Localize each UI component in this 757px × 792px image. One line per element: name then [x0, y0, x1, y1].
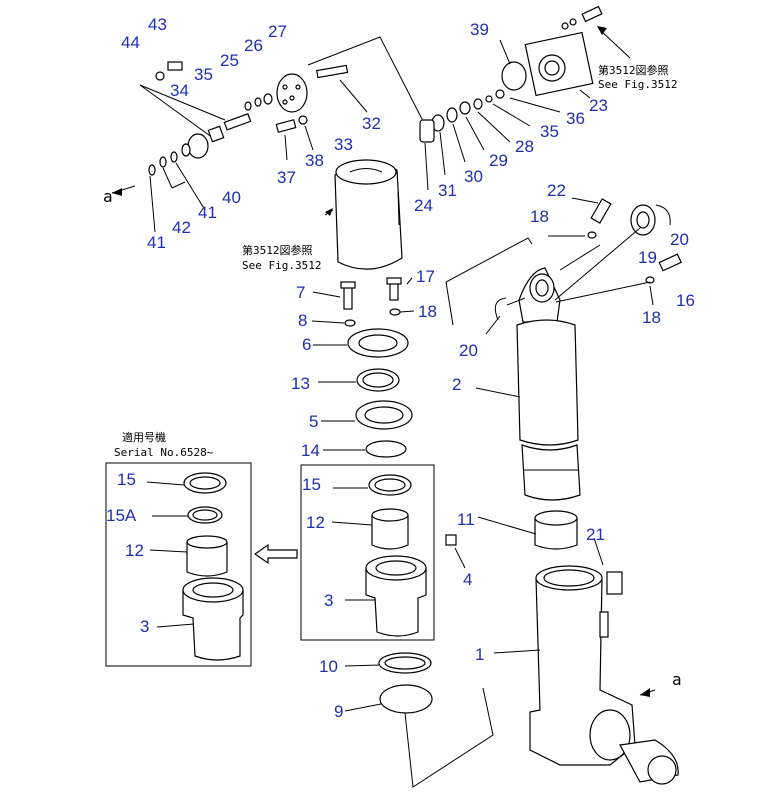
callout: 16	[676, 291, 695, 310]
center-stack	[311, 277, 415, 458]
callout: 33	[334, 135, 353, 154]
callout: 35	[540, 122, 559, 141]
callout: 8	[298, 311, 307, 330]
callout: 41	[147, 233, 166, 252]
callout: 4	[463, 570, 472, 589]
callout: 21	[586, 525, 605, 544]
arrow-a-right: a	[672, 670, 682, 689]
ref-mid-left-en: See Fig.3512	[242, 259, 321, 272]
callout: 12	[306, 513, 325, 532]
callout: 9	[334, 702, 343, 721]
callout: 41	[198, 203, 217, 222]
callout: 28	[515, 137, 534, 156]
callout: 39	[470, 20, 489, 39]
cover-cylinder	[324, 159, 403, 270]
callout: 15	[302, 475, 321, 494]
callout: 6	[302, 335, 311, 354]
bolt-37	[275, 115, 314, 161]
callout: 34	[170, 81, 189, 100]
callout: 32	[362, 114, 381, 133]
callout: 3	[140, 617, 149, 636]
box-current-group	[300, 464, 466, 641]
callout: 20	[670, 230, 689, 249]
callout: 37	[277, 168, 296, 187]
callout: 18	[418, 302, 437, 321]
top-left-fastener-group	[111, 61, 308, 233]
callout: 19	[638, 248, 657, 267]
callout: 27	[268, 22, 287, 41]
top-right-valve-group	[419, 5, 631, 191]
replacement-arrow	[253, 543, 298, 565]
callout: 18	[642, 308, 661, 327]
callout: 40	[222, 188, 241, 207]
box-serial-group	[105, 462, 252, 667]
callout: 18	[530, 207, 549, 226]
callout: 38	[305, 151, 324, 170]
callout: 20	[459, 341, 478, 360]
callout: 17	[416, 267, 435, 286]
bottom-plates	[344, 652, 494, 788]
ref-top-right-en: See Fig.3512	[598, 78, 677, 91]
callout: 26	[244, 36, 263, 55]
callout: 31	[438, 181, 457, 200]
callout: 3	[324, 591, 333, 610]
cylinder-assembly	[445, 197, 682, 785]
callout: 10	[319, 657, 338, 676]
callout: 43	[148, 15, 167, 34]
callout: 2	[452, 375, 461, 394]
callout: 44	[121, 33, 140, 52]
callout-labels: 1 2 3 3 4 5 6 7 8 9 10 11 12 12 13 14 15…	[106, 15, 695, 721]
callout: 14	[301, 441, 320, 460]
applicable-label: 適用号機	[122, 430, 166, 444]
callout: 29	[489, 151, 508, 170]
callout: 13	[291, 374, 310, 393]
callout: 23	[589, 96, 608, 115]
callout: 25	[220, 51, 239, 70]
serial-label: Serial No.6528~	[114, 446, 214, 459]
callout: 11	[457, 510, 475, 529]
callout: 22	[547, 181, 566, 200]
callout: 12	[125, 541, 144, 560]
ref-mid-left-jp: 第3512図参照	[242, 243, 313, 257]
callout: 7	[296, 283, 305, 302]
callout: 15A	[106, 506, 137, 525]
callout: 15	[117, 470, 136, 489]
callout: 1	[475, 645, 484, 664]
callout: 42	[172, 218, 191, 237]
callout: 36	[566, 109, 585, 128]
ref-top-right-jp: 第3512図参照	[598, 63, 669, 77]
callout: 35	[194, 65, 213, 84]
arrow-a-left: a	[103, 187, 113, 206]
callout: 30	[464, 167, 483, 186]
shaft-32	[307, 36, 426, 126]
callout: 24	[414, 196, 433, 215]
callout: 5	[309, 412, 318, 431]
